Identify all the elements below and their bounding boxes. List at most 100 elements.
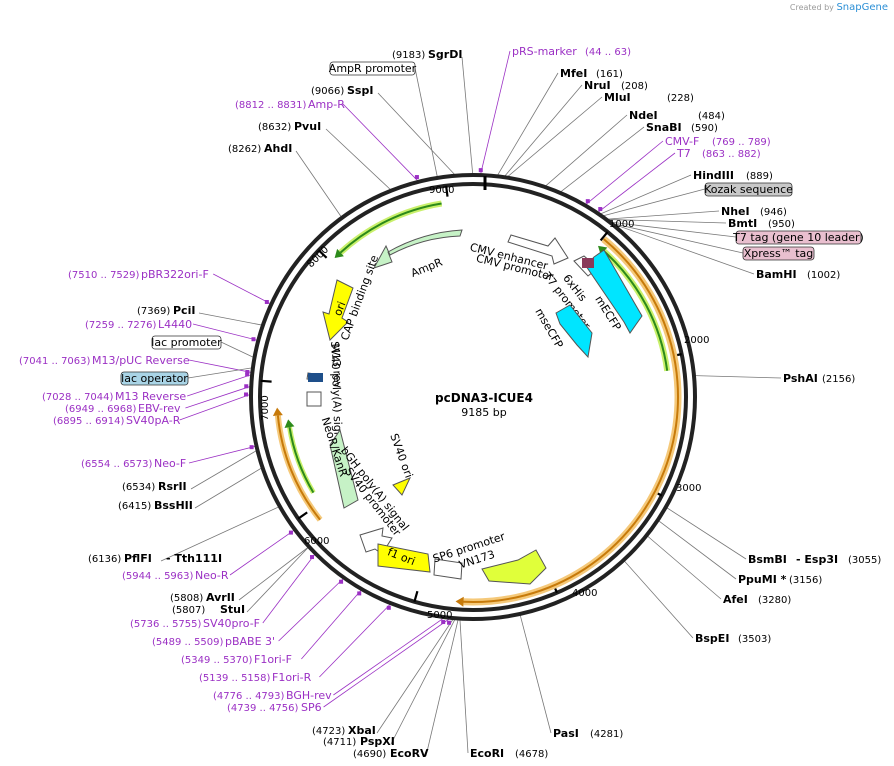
site-line-ecorv [425,619,459,757]
feature-box-t7-tag-gene-10-leader[interactable] [735,230,862,245]
neor-arrowhead [272,407,283,417]
site-pos-avrii: (5808) [170,593,203,604]
primer-marker-f1ori-r [386,605,391,610]
outer-labels: (9183)SgrDI(9066)SspI(8632)PvuI(8262)Ahd… [19,45,881,760]
snapgene-credit: Created by SnapGene [790,2,888,13]
primer-marker-bgh-rev [441,620,446,625]
feature-label-ampr: AmpR [409,255,445,279]
site-ecori: EcoRI [470,747,504,760]
site-pos-rsrii: (6534) [122,482,155,493]
site-pos-bspei: (3503) [738,634,771,645]
site-ndei: NdeI [629,109,658,122]
site-line-hindiii [600,174,692,215]
primer-range-ebv-rev: (6949 .. 6968) [65,404,137,415]
feature-box-xpress-tag[interactable] [742,246,815,261]
primer-line-m13-puc-reverse [188,359,252,373]
feature-f1-ori[interactable] [377,543,431,573]
site-line-mfei [497,72,559,176]
feature-sp6-promoter[interactable] [433,558,463,580]
feature-ori[interactable] [322,279,354,341]
tick-label-1000: 1000 [609,219,634,230]
primer-line-cmv-f [585,140,664,205]
site-pos-bsshii: (6415) [118,501,151,512]
feature-ampr[interactable] [372,229,463,269]
site-pos-sgrdi: (9183) [392,50,425,61]
feature-box-kozak-sequence[interactable] [704,182,793,197]
primer-line-t7 [597,152,676,213]
primer-marker-pbr322ori-f [264,299,269,304]
primer-marker-pbabe-3 [339,579,344,584]
neor-inner-arc [288,427,315,494]
site-pos-ppumi: (3156) [789,575,822,586]
feature-box-label-t7-tag-gene-10-leader: T7 tag (gene 10 leader) [732,231,864,244]
tick-label-9000: 9000 [429,185,454,196]
site-line-rsrii [190,450,257,490]
site-line-bamhi [614,223,755,275]
primer-range-neo-r: (5944 .. 5963) [122,571,194,582]
primer-line-ebv-rev [185,386,251,409]
primer-t7: T7 [676,147,691,160]
site-sspi: SspI [347,84,373,97]
primer-range-pbabe-3: (5489 .. 5509) [152,637,224,648]
feature-box-line-lac-operator [187,367,252,379]
feature-sv40-ori[interactable] [392,477,412,496]
primer-pbabe-3: pBABE 3' [225,635,275,648]
primer-line-amp-r [342,103,419,182]
site-rsrii: RsrII [158,480,187,493]
primer-marker-amp-r [414,175,419,180]
primer-marker-sp6 [447,620,452,625]
site-ecorv: EcoRV [390,747,429,760]
site-pos-pspxi: (4711) [323,737,356,748]
feature-sv40-poly-a-signal[interactable] [306,391,322,407]
primer-m13-puc-reverse: M13/pUC Reverse [92,354,190,367]
site-extra-bsmbi: - Esp3I [796,553,838,566]
primer-range-bgh-rev: (4776 .. 4793) [213,691,285,702]
site-pvui: PvuI [294,120,321,133]
feature-neor-kanr[interactable] [329,428,359,509]
site-line-ppumi [658,520,737,580]
site-pos-xbai: (4723) [312,726,345,737]
site-line-pshai [694,375,782,379]
site-line-afei [647,535,722,600]
callout-lines [160,50,782,757]
feature-box-lac-promoter[interactable] [151,335,222,350]
tick-mark-8000 [317,249,328,259]
primer-marker-sv40pa-r [244,392,249,397]
tick-mark-9000 [445,185,449,197]
cfp-arc [603,250,669,371]
credit-prefix: Created by [789,3,834,12]
site-pflfi: PflFI [124,552,152,565]
site-pos-bsmbi: (3055) [848,555,881,566]
feature-label-m13-rev: M13 rev [328,343,344,389]
tick-label-2000: 2000 [684,335,709,346]
site-mfei: MfeI [560,67,587,80]
site-xbai: XbaI [348,724,376,737]
feature-box-line-t7-tag-gene-10-leader [611,221,737,238]
site-pos-nrui: (208) [621,81,648,92]
primer-l4440: L4440 [158,318,192,331]
primer-line-sv40pa-r [179,394,251,421]
feature-box-ampr-promoter[interactable] [329,61,416,76]
feature-vn173[interactable] [481,549,547,585]
tick-label-4000: 4000 [572,588,597,599]
neor-inner-arc-highlight [287,426,316,494]
site-line-stui [246,547,309,613]
feature-label-ori: ori [331,300,348,318]
site-pos-nhei: (946) [760,207,787,218]
feature-box-line-ampr-promoter [414,67,438,177]
site-avrii: AvrII [206,591,235,604]
site-line-nhei [607,210,720,220]
site-line-xbai [376,618,454,734]
site-line-bsshii [194,467,262,509]
feature-box-lac-operator[interactable] [120,371,189,386]
site-pos-sspi: (9066) [311,86,344,97]
primer-line-sp6 [323,618,450,708]
feature-msecfp[interactable] [555,304,593,359]
site-pos-pshai: (2156) [822,374,855,385]
plasmid-name: pcDNA3-ICUE4 [435,391,533,405]
site-line-avrii [238,546,309,601]
primer-range-neo-f: (6554 .. 6573) [81,459,153,470]
orf-arc-highlight [463,236,682,606]
primer-marker-f1ori-f [357,591,362,596]
feature-cmv-enhancer[interactable] [507,234,569,265]
